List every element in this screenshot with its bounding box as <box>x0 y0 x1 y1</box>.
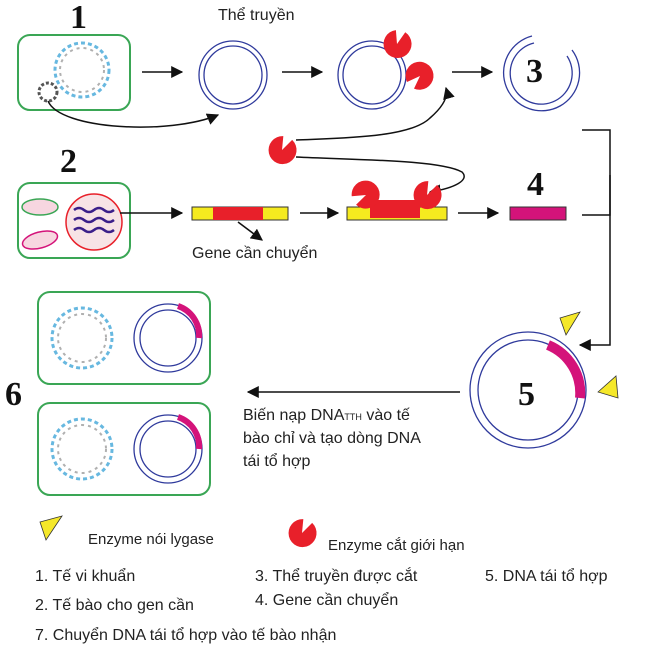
gene-segment <box>191 206 289 221</box>
step-2-number: 2 <box>60 143 77 180</box>
organelle-icon <box>21 198 59 250</box>
isolated-gene <box>509 206 567 221</box>
step-4-number: 4 <box>527 166 544 203</box>
plasmid <box>37 81 59 103</box>
legend-restriction-label: Enzyme cắt giới hạn <box>328 537 465 554</box>
legend-item-3: 3. Thể truyền được cắt <box>255 566 418 585</box>
bacterial-chromosome <box>53 41 111 99</box>
recipient-cell-2 <box>37 402 211 496</box>
legend-item-1: 1. Tế vi khuẩn <box>35 567 135 585</box>
nucleus <box>65 193 123 251</box>
gene-label: Gene cần chuyển <box>192 244 317 262</box>
arrow-to-5 <box>578 175 611 351</box>
bacterial-cell-1 <box>17 34 131 111</box>
transform-label-line1: Biến nạp DNATTH vào tế <box>243 407 410 424</box>
legend-item-7: 7. Chuyển DNA tái tổ hợp vào tế bào nhận <box>35 626 336 644</box>
ligase-icon <box>597 375 619 399</box>
enzyme-to-gene-arrow <box>295 156 465 197</box>
recipient-cell-1 <box>37 291 211 385</box>
transform-label-line3: tái tổ hợp <box>243 452 311 470</box>
legend-item-2: 2. Tế bào cho gen cần <box>35 597 194 614</box>
restriction-enzyme-icon <box>405 61 434 90</box>
donor-cell <box>17 182 131 259</box>
step-1-number: 1 <box>70 0 87 36</box>
recombinant-dna <box>469 331 587 449</box>
vector-label: Thể truyền <box>218 6 294 24</box>
transform-label-line2: bào chỉ và tạo dòng DNA <box>243 430 421 447</box>
legend-ligase-icon <box>39 515 63 541</box>
vector-plasmid <box>198 40 268 110</box>
legend-item-5: 5. DNA tái tổ hợp <box>485 567 608 585</box>
gene-label-pointer <box>237 221 263 241</box>
restriction-enzyme-icon <box>264 132 301 169</box>
step-5-number: 5 <box>518 376 535 413</box>
legend-restriction-icon <box>284 515 321 552</box>
restriction-enzyme-icon <box>378 24 417 64</box>
step-6-number: 6 <box>5 376 22 413</box>
enzyme-to-vector-arrow <box>295 86 455 141</box>
ligase-icon <box>559 311 581 336</box>
legend-item-4: 4. Gene cần chuyển <box>255 591 398 609</box>
cut-vector <box>502 35 581 112</box>
plasmid-extract-arrow <box>47 100 220 128</box>
gene-being-cut <box>346 200 448 221</box>
legend-ligase-label: Enzyme nói lygase <box>88 531 214 548</box>
step-3-number: 3 <box>526 53 543 90</box>
donor-dna <box>73 206 115 234</box>
bracket <box>582 129 611 216</box>
